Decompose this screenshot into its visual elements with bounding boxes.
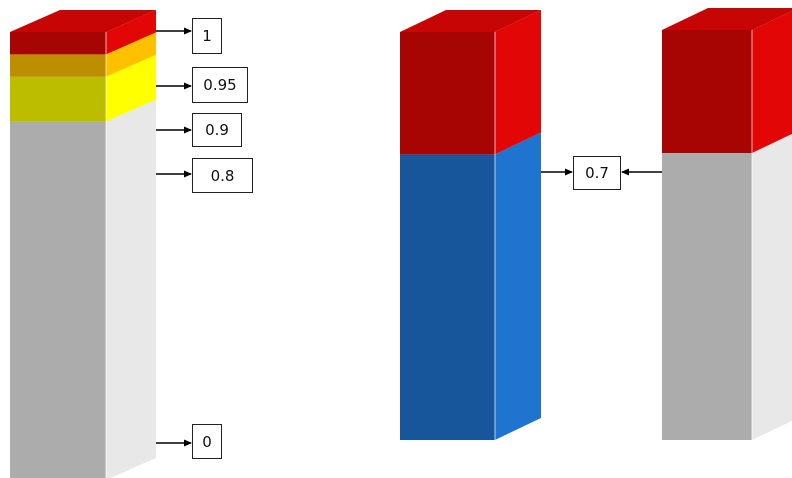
column-side-yellow — [106, 54, 156, 122]
label-0-8: 0.8 — [192, 158, 253, 193]
label-1: 1 — [192, 18, 222, 54]
label-0-9: 0.9 — [192, 113, 242, 147]
column-side-gray — [106, 99, 156, 478]
label-0-95: 0.95 — [192, 67, 248, 103]
column-side-red — [495, 10, 541, 155]
column-face-red — [662, 30, 752, 153]
column-top-red — [10, 10, 156, 32]
column-face-orange — [10, 54, 106, 77]
column-face-gray — [10, 121, 106, 478]
column-top-red — [400, 10, 541, 32]
column-left — [10, 10, 156, 478]
column-right — [662, 8, 792, 440]
column-top-red — [662, 8, 792, 30]
column-side-gray — [752, 133, 792, 440]
column-face-red — [400, 32, 495, 155]
column-middle — [400, 10, 541, 440]
column-side-red — [752, 10, 792, 153]
column-side-orange — [106, 32, 156, 77]
label-0: 0 — [192, 424, 222, 459]
column-side-red — [106, 10, 156, 55]
column-side-blue — [495, 132, 541, 440]
column-face-blue — [400, 154, 495, 440]
column-face-red — [10, 32, 106, 55]
column-face-gray — [662, 153, 752, 440]
column-face-yellow — [10, 76, 106, 122]
arrows — [156, 27, 662, 447]
label-0-7: 0.7 — [573, 156, 621, 190]
